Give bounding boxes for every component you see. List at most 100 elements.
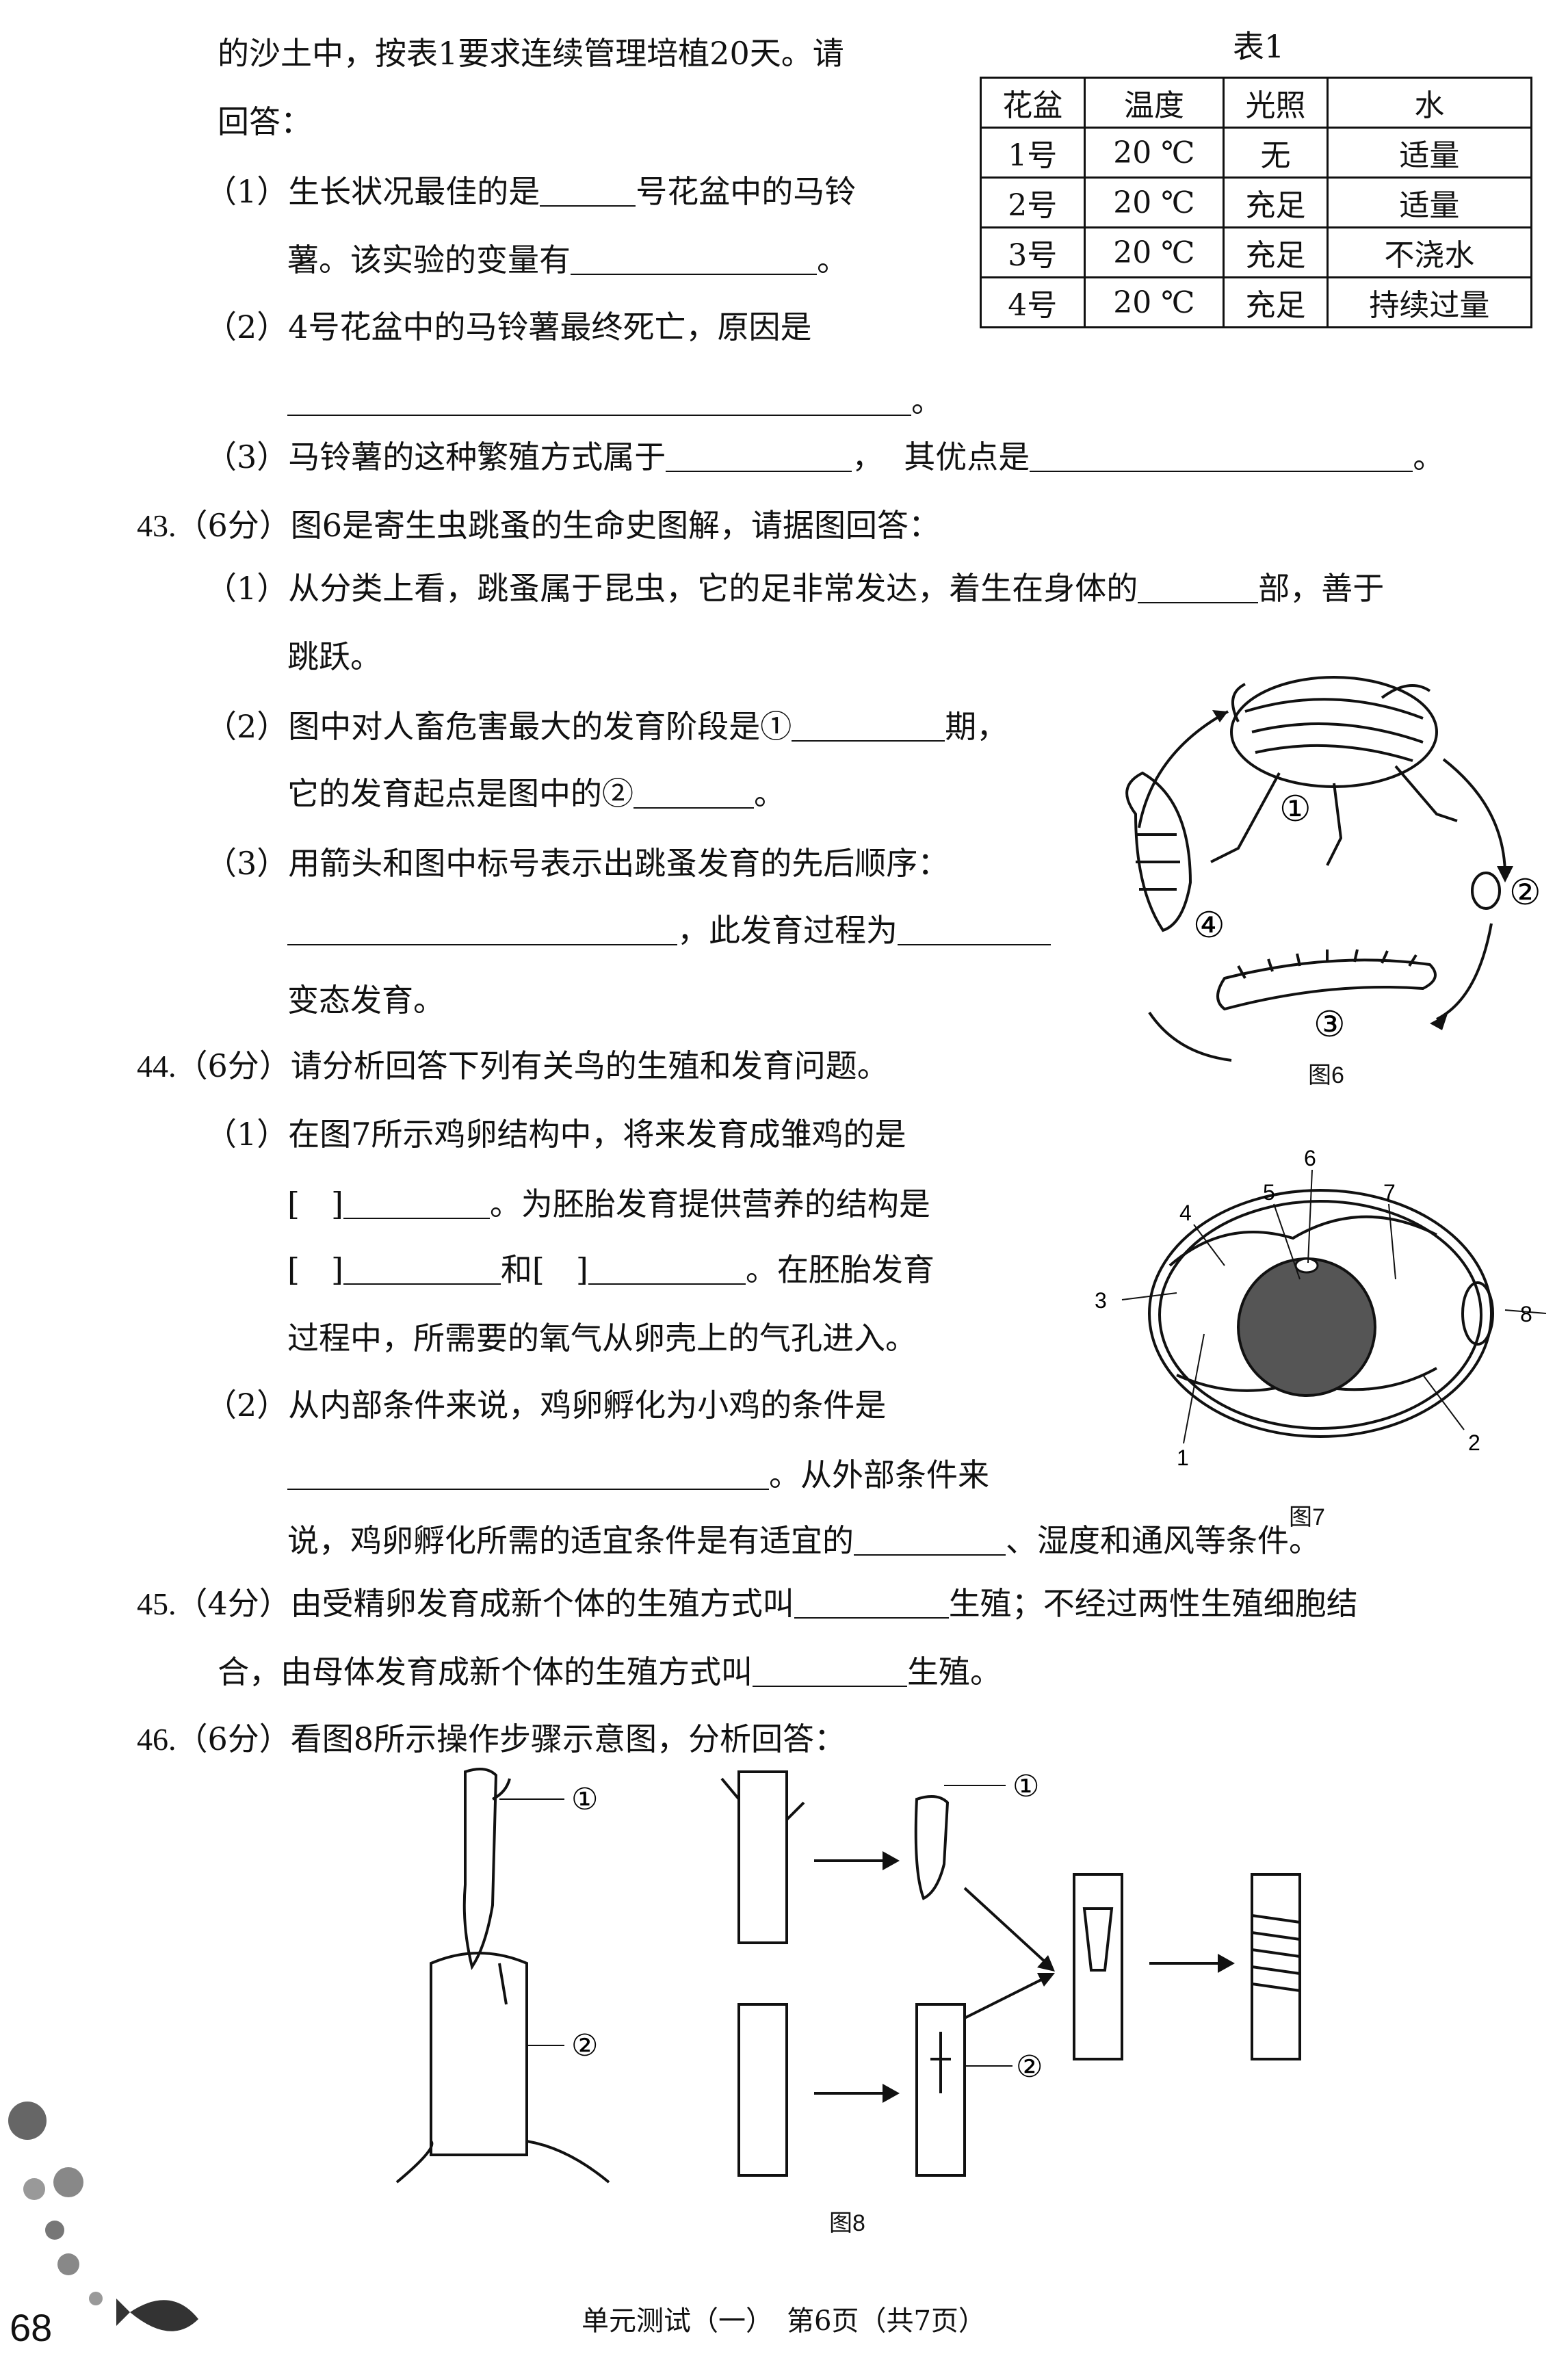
- q43-blank-stage2[interactable]: [633, 776, 754, 809]
- q42-part2-line1: （2）4号花盆中的马铃薯最终死亡，原因是: [205, 309, 812, 345]
- q45-text-b: 生殖；不经过两性生殖细胞结: [948, 1585, 1358, 1622]
- q42-blank-best-pot[interactable]: [540, 174, 636, 207]
- stock-branch-icon: [737, 2003, 788, 2177]
- q42-blank-advantage[interactable]: [1030, 439, 1413, 472]
- fig6-label-2: ②: [1509, 872, 1541, 913]
- q44-blank-embryo[interactable]: [343, 1186, 490, 1219]
- table1-cell: 适量: [1326, 176, 1533, 228]
- q45-blank-asexual[interactable]: [753, 1654, 907, 1687]
- fig6-label-1: ①: [1279, 789, 1311, 830]
- q42-part3-line: （3）马铃薯的这种繁殖方式属于 ， 其优点是 。: [205, 436, 1444, 477]
- q43-part3-line1: （3）用箭头和图中标号表示出跳蚤发育的先后顺序：: [205, 845, 950, 882]
- table1-cell: 4号: [980, 276, 1086, 328]
- q45-line2: 合，由母体发育成新个体的生殖方式叫生殖。: [218, 1651, 1002, 1692]
- q43-part2-text-c: 它的发育起点是图中的②: [287, 775, 633, 812]
- q43-blank-sequence[interactable]: [287, 913, 677, 945]
- q45-text-d: 生殖。: [907, 1653, 1002, 1690]
- table1-cell: 20 ℃: [1083, 127, 1225, 179]
- fig7-label-8: 8: [1520, 1302, 1532, 1326]
- q44-blank-internal-condition[interactable]: [287, 1457, 769, 1490]
- q44-part1-line1: （1）在图7所示鸡卵结构中，将来发育成雏鸡的是: [205, 1116, 906, 1153]
- q44-part1-line2: [ ]。为胚胎发育提供营养的结构是: [287, 1183, 930, 1225]
- q42-intro-line2: 回答：: [218, 103, 312, 140]
- fig7-label-5: 5: [1263, 1180, 1275, 1205]
- q43-blank-body-part[interactable]: [1138, 571, 1259, 603]
- table1-cell: 2号: [980, 176, 1086, 228]
- q42-part3-text-c: 其优点是: [904, 439, 1030, 475]
- q44-bracket-1[interactable]: [ ]: [287, 1186, 343, 1222]
- fig8-label-cut-stock: ②: [1016, 2050, 1043, 2084]
- q42-blank-death-reason[interactable]: [287, 383, 911, 416]
- q44-part2-text-b: 。从外部条件来: [769, 1456, 989, 1493]
- fig6-label-3: ③: [1314, 1004, 1346, 1045]
- table1-header-cell: 水: [1326, 77, 1533, 129]
- q42-part3-text-a: （3）马铃薯的这种繁殖方式属于: [205, 439, 666, 475]
- table1-header-cell: 花盆: [980, 77, 1086, 129]
- q44-bracket-3[interactable]: [ ]: [532, 1251, 588, 1288]
- page-number: 68: [10, 2306, 53, 2349]
- table1-cell: 1号: [980, 127, 1086, 179]
- q44-part1-line4: 过程中，所需要的氧气从卵壳上的气孔进入。: [287, 1320, 917, 1357]
- q44-part2-text-d: 、湿度和通风等条件。: [1006, 1522, 1320, 1559]
- q46-heading: 46.（6分）看图8所示操作步骤示意图，分析回答：: [137, 1718, 846, 1760]
- yolk-icon: [1237, 1257, 1376, 1397]
- q42-part2-line2: 。: [287, 380, 943, 421]
- q46-head-text: （6分）看图8所示操作步骤示意图，分析回答：: [176, 1720, 846, 1757]
- q44-blank-nutrient1[interactable]: [343, 1252, 501, 1285]
- table1-cell: 不浇水: [1326, 226, 1533, 278]
- q43-part2-text-b: 期，: [945, 708, 1008, 745]
- bud-icon: [914, 1795, 950, 1900]
- q44-bracket-2[interactable]: [ ]: [287, 1251, 343, 1288]
- q42-part1-line1: （1）生长状况最佳的是号花盆中的马铃: [205, 171, 856, 212]
- table1-cell: 充足: [1223, 226, 1329, 278]
- q43-part2-text-a: （2）图中对人畜危害最大的发育阶段是①: [205, 708, 792, 745]
- q43-part1-text-a: （1）从分类上看，跳蚤属于昆虫，它的足非常发达，着生在身体的: [205, 570, 1138, 607]
- q44-part2-line2: 。从外部条件来: [287, 1454, 989, 1495]
- fig7-label-2: 2: [1468, 1430, 1480, 1455]
- q42-intro-line1: 的沙土中，按表1要求连续管理培植20天。请: [218, 35, 844, 72]
- stock-icon: [395, 1952, 610, 2184]
- fig7-label-4: 4: [1179, 1201, 1192, 1225]
- fig7-label-6: 6: [1304, 1146, 1316, 1170]
- q43-part3-line2: ，此发育过程为: [287, 910, 1051, 951]
- q42-blank-variables[interactable]: [571, 242, 817, 275]
- q42-part3-text-b: ，: [852, 439, 884, 475]
- q44-part2-text-c: 说，鸡卵孵化所需的适宜条件是有适宜的: [287, 1522, 854, 1559]
- cut-stock-icon: [915, 2003, 966, 2177]
- table1-header-cell: 光照: [1223, 77, 1329, 129]
- q45-text-a: （4分）由受精卵发育成新个体的生殖方式叫: [176, 1585, 794, 1622]
- q42-part1-text-c: 薯。该实验的变量有: [287, 241, 571, 278]
- q44-blank-nutrient2[interactable]: [588, 1252, 746, 1285]
- q43-blank-stage1[interactable]: [792, 709, 945, 742]
- table1-cell: 适量: [1326, 127, 1533, 179]
- q43-part1-text-b: 部，善于: [1258, 570, 1385, 607]
- q45-blank-sexual[interactable]: [794, 1586, 949, 1619]
- pupa-icon: [1125, 771, 1192, 932]
- q43-number: 43.: [137, 508, 177, 543]
- q43-blank-metamorphosis[interactable]: [898, 913, 1051, 945]
- q42-part3-text-d: 。: [1413, 439, 1445, 475]
- q43-part3-text-b: ，此发育过程为: [677, 912, 898, 949]
- q44-part1-line3: [ ]和[ ]。在胚胎发育: [287, 1249, 935, 1290]
- q43-part1-line1: （1）从分类上看，跳蚤属于昆虫，它的足非常发达，着生在身体的 部，善于: [205, 568, 1384, 609]
- table1-cell: 20 ℃: [1083, 276, 1225, 328]
- fig7-label-3: 3: [1095, 1288, 1107, 1313]
- q44-blank-temperature[interactable]: [854, 1523, 1006, 1556]
- figure8-caption: 图8: [829, 2210, 865, 2236]
- table1-cell: 20 ℃: [1083, 226, 1225, 278]
- figure8-grafting-steps: ① ② ① ②: [395, 1768, 1301, 2184]
- table1-cell: 20 ℃: [1083, 176, 1225, 228]
- fig8-label-stock-left: ②: [571, 2028, 598, 2063]
- table1-title: 表1: [1233, 28, 1285, 65]
- q42-blank-reproduction-type[interactable]: [666, 439, 852, 472]
- q42-part2-text-b: 。: [911, 382, 943, 419]
- fig8-label-bud: ①: [1012, 1769, 1039, 1804]
- q45-line1: 45.（4分）由受精卵发育成新个体的生殖方式叫生殖；不经过两性生殖细胞结: [137, 1583, 1358, 1625]
- table1-cell: 充足: [1223, 176, 1329, 228]
- fig7-label-7: 7: [1383, 1180, 1396, 1205]
